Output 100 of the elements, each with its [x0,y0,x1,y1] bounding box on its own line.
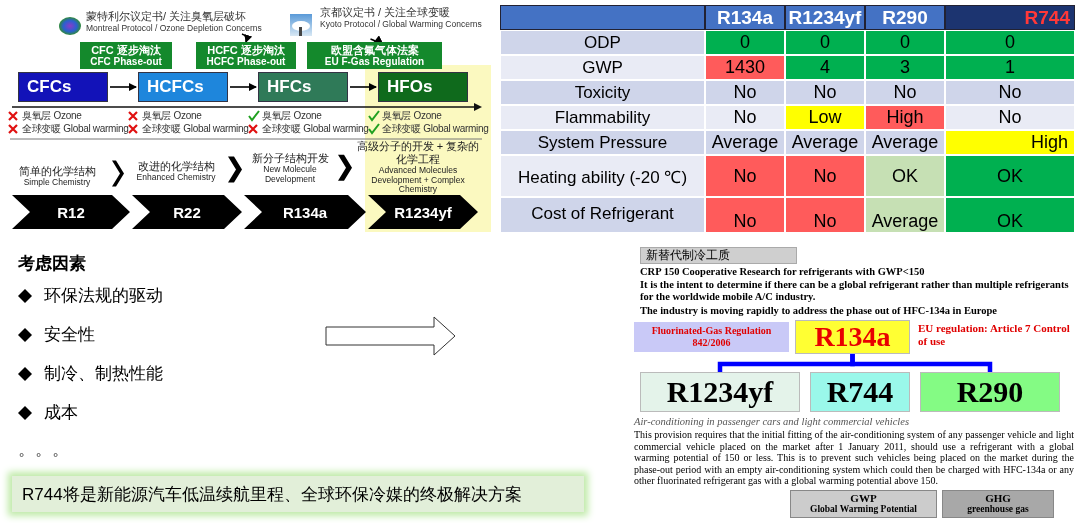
table-cell: 0 [865,30,945,55]
conclusion-box: R744将是新能源汽车低温续航里程、全球环保冷媒的终极解决方案 [12,476,584,512]
chevron-arrow [338,154,352,181]
box-subtitle: CFC Phase-out [89,55,163,68]
step-description: 改进的化学结构 [136,159,216,173]
list-item: 安全性 [44,323,95,346]
table-cell: 1 [945,55,1075,80]
box-title: HCFC 逐步淘汰 [206,43,286,56]
refrigerant-box: R1234yf [640,372,800,412]
table-cell: Flammability [500,105,705,130]
status-label: 全球变暖 Global warming [382,123,489,135]
list-heading: 考虑因素 [18,252,86,275]
header-cell: R744 [945,5,1075,30]
document-text: CRP 150 Cooperative Research for refrigerants with GWP<150 [640,266,926,278]
protocol-caption: 蒙特利尔议定书/ 关注臭氧层破坏 [86,10,248,23]
generation-box: CFCs [18,72,108,102]
term-title: GHG [984,493,1012,504]
regulation-box [307,42,442,69]
box-title: 欧盟含氟气体法案 [329,43,420,56]
table-cell: Average [785,130,865,155]
table-cell: No [945,105,1075,130]
table-cell: GWP [500,55,705,80]
term-title: GWP [849,493,878,504]
arrow [241,33,252,43]
step-description: 高级分子的开发 + 复杂的化学工程 [355,140,481,166]
italic-subtitle: Air-conditioning in passenger cars and light commercial vehicles [634,416,910,427]
refrigerant-tag: R134a [244,195,366,229]
table-cell: Average [705,130,785,155]
document-paragraph: This provision requires that the initial fitting of the air-conditioning system of any passenger vehicle and light commercial vehicle placed on the market after 1 January 2011, should use a refrigerant with a global warming potential of 150 or less. This is to prevent such vehicles being placed on the market during the phase-out period with an empty air-conditioning system which could then be charged with HFC-134a or any other fluorinated refrigerant gas with a global warming potential above 150. [634,429,1074,487]
arrow [109,83,137,91]
header-cell: R134a [705,5,785,30]
status-label: 全球变暖 Global warming [142,123,249,135]
refrigerant-box: R290 [920,372,1060,412]
table-cell: Heating ability (-20 ℃) [500,155,705,197]
step-description: Simple Chemistry [23,177,91,188]
regulation-box [196,42,296,69]
table-cell: 1430 [705,55,785,80]
step-description: Advanced Molecules Development + Complex Chemistry [370,166,466,195]
refrigerant-box: R744 [810,372,910,412]
box-subtitle: EU F-Gas Regulation [323,55,426,68]
header-cell: R290 [865,5,945,30]
chevron-arrow [112,160,124,187]
refrigerant-tag: R22 [132,195,242,229]
arrow [349,83,377,91]
table-cell: 0 [785,30,865,55]
chevron-arrow [228,156,242,183]
generation-box: HCFCs [138,72,228,102]
table-cell: Average [865,197,945,233]
table-cell: No [705,155,785,197]
header-cell: R1234yf [785,5,865,30]
table-cell: No [865,80,945,105]
generation-box: HFCs [258,72,348,102]
term-box [942,490,1054,518]
step-description: Enhanced Chemistry [135,172,217,183]
refrigerant-tag: R12 [12,195,130,229]
protocol-caption: Montreal Protocol / Ozone Depletion Concerns [86,23,263,33]
protocol-caption: Kyoto Protocol / Global Warming Concerns [320,19,483,29]
table-cell: No [785,80,865,105]
table-cell: High [865,105,945,130]
table-cell: 3 [865,55,945,80]
list-item: 制冷、制热性能 [44,362,163,385]
table-cell: Average [865,130,945,155]
document-text: It is the intent to determine if there can be a global refrigerant rather than multiple refrigerants for the worldwide mobile A/C industry. [640,279,1070,303]
table-cell: 4 [785,55,865,80]
arrow [229,83,257,91]
protocol-caption: 京都议定书 / 关注全球变暖 [320,6,452,19]
step-description: 简单的化学结构 [17,164,97,178]
table-cell: ODP [500,30,705,55]
regulation-heading: EU regulation: Article 7 Control of use [918,322,1071,348]
table-cell: 0 [705,30,785,55]
regulation-banner: Fluorinated-Gas Regulation 842/2006 [634,322,789,352]
table-cell: No [785,155,865,197]
table-cell: Toxicity [500,80,705,105]
status-label: 全球变暖 Global warming [22,123,129,135]
status-label: 全球变暖 Global warming [262,123,369,135]
term-definition: Global Warming Potential [809,504,918,515]
table-cell: No [705,105,785,130]
box-subtitle: HCFC Phase-out [205,55,287,68]
arrow [369,34,383,43]
term-definition: greenhouse gas [966,504,1030,515]
table-cell: System Pressure [500,130,705,155]
table-cell: High [945,130,1075,155]
section-header: 新替代制冷工质 [640,247,797,264]
table-cell: OK [945,155,1075,197]
ellipsis-text: 。。。 [18,438,69,461]
table-cell: OK [945,197,1075,233]
generation-box: HFOs [378,72,468,102]
table-cell: OK [865,155,945,197]
document-text: The industry is moving rapidly to address the phase out of HFC-134a in Europe [640,305,998,317]
regulation-box [80,42,172,69]
table-cell: No [945,80,1075,105]
list-item: 环保法规的驱动 [44,284,163,307]
table-cell: No [705,197,785,233]
connector-line [850,354,993,372]
step-description: 新分子结构开发 [250,152,330,165]
box-title: CFC 逐步淘汰 [90,43,162,56]
refrigerant-box: R134a [795,320,910,354]
table-cell: Cost of Refrigerant [500,197,705,233]
table-cell: No [785,197,865,233]
table-cell: No [705,80,785,105]
